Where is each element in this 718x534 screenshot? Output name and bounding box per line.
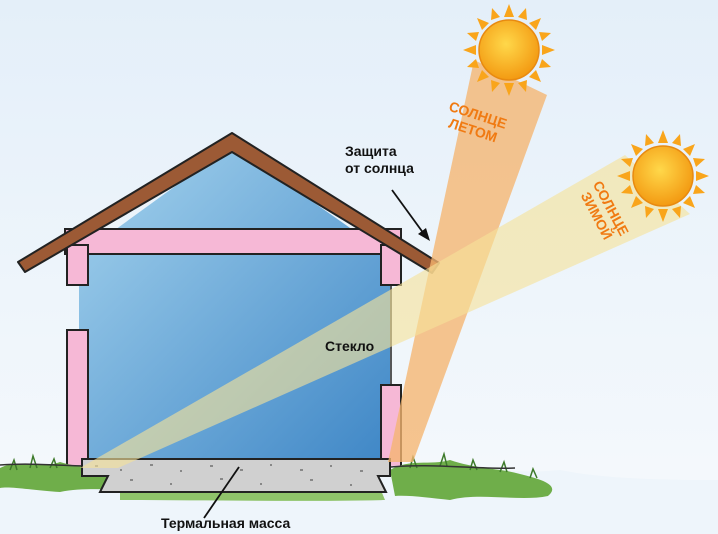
sun-protection-label: Защита от солнца <box>345 143 414 177</box>
winter-sun-icon <box>617 130 709 222</box>
glass-pane <box>79 145 390 465</box>
winter-sun-beam <box>80 155 690 468</box>
sun-protection-label-line2: от солнца <box>345 160 414 176</box>
thermal-mass-pointer <box>203 466 240 519</box>
sun-protection-pointer <box>391 189 425 235</box>
summer-sun-icon <box>463 4 555 96</box>
sun-protection-label-line1: Защита <box>345 143 397 159</box>
thermal-mass-label: Термальная масса <box>161 515 291 531</box>
glass-label: Стекло <box>325 338 375 354</box>
sun-protection-arrowhead <box>418 228 430 241</box>
house-walls <box>64 228 402 492</box>
thermal-mass-slab <box>81 458 391 493</box>
